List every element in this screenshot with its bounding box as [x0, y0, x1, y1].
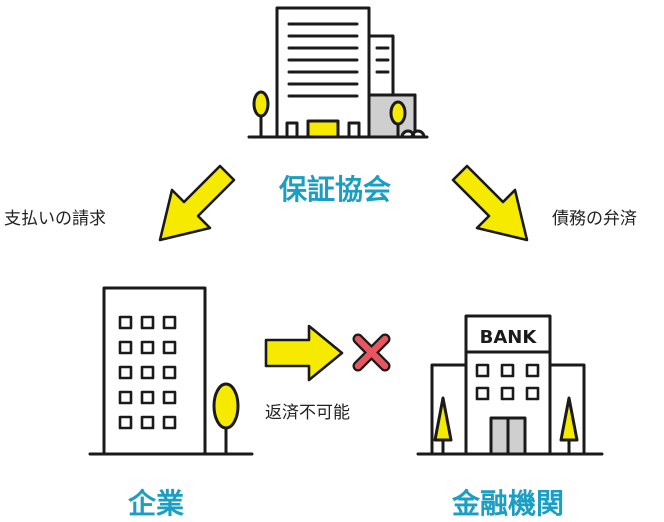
edge-no-repay-label: 返済不可能 — [265, 403, 350, 423]
edge-repay-debt-label: 債務の弁済 — [552, 209, 637, 229]
node-guarantee-label: 保証協会 — [279, 173, 392, 206]
arrow-to-company — [158, 164, 236, 242]
company-building-icon — [88, 286, 254, 456]
arrow-to-bank — [451, 164, 529, 242]
edge-claim-label: 支払いの請求 — [4, 209, 106, 229]
guarantee-building-icon — [247, 6, 429, 139]
bank-sign: BANK — [480, 327, 538, 348]
arrow-to-bank-blocked — [264, 324, 344, 382]
node-company-label: 企業 — [128, 487, 185, 520]
bank-building-icon — [416, 314, 604, 456]
node-bank-label: 金融機関 — [452, 487, 565, 520]
